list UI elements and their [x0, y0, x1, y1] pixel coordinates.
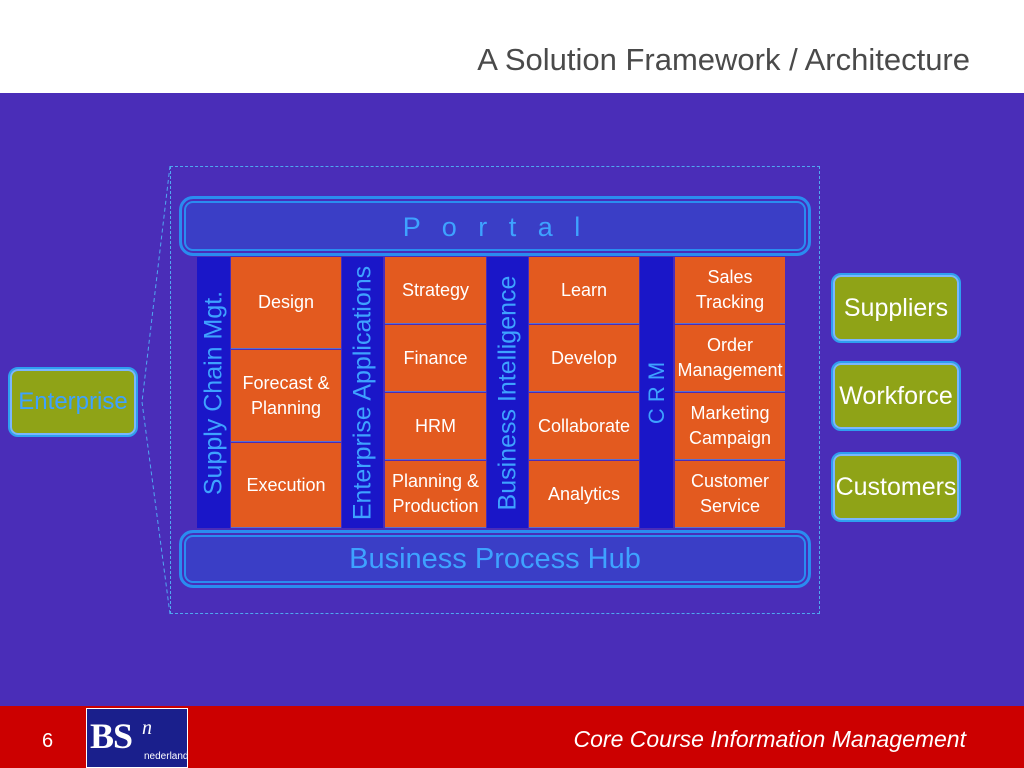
cell-customer-service[interactable]: Customer Service [675, 461, 785, 528]
cell-analytics[interactable]: Analytics [529, 461, 639, 528]
logo-main-text: BS [90, 716, 133, 756]
cell-sales-tracking[interactable]: Sales Tracking [675, 257, 785, 324]
supply-chain-column[interactable]: Supply Chain Mgt. [197, 257, 230, 528]
portal-bar[interactable]: P o r t a l [179, 196, 811, 256]
cell-design[interactable]: Design [231, 257, 341, 349]
slide-title: A Solution Framework / Architecture [477, 42, 970, 77]
crm-column[interactable]: C R M [640, 257, 673, 528]
customers-box[interactable]: Customers [831, 452, 961, 522]
logo-subtitle: nederland [144, 751, 189, 762]
cell-planning-production[interactable]: Planning & Production [385, 461, 486, 528]
footer-course-title: Core Course Information Management [573, 726, 966, 752]
enterprise-box[interactable]: Enterprise [8, 367, 138, 437]
cell-order-management[interactable]: Order Management [675, 325, 785, 392]
supply-chain-label: Supply Chain Mgt. [199, 290, 227, 495]
cell-learn[interactable]: Learn [529, 257, 639, 324]
logo-superscript: n [142, 717, 152, 739]
bsn-logo: BS n nederland [86, 708, 188, 768]
cell-finance[interactable]: Finance [385, 325, 486, 392]
enterprise-applications-column[interactable]: Enterprise Applications [342, 257, 383, 528]
business-intelligence-column[interactable]: Business Intelligence [487, 257, 528, 528]
business-process-hub-bar[interactable]: Business Process Hub [179, 530, 811, 588]
framework-boundary [170, 166, 820, 614]
cell-collaborate[interactable]: Collaborate [529, 393, 639, 460]
cell-strategy[interactable]: Strategy [385, 257, 486, 324]
cell-hrm[interactable]: HRM [385, 393, 486, 460]
cell-execution[interactable]: Execution [231, 443, 341, 528]
enterprise-applications-label: Enterprise Applications [348, 265, 376, 520]
crm-label: C R M [643, 361, 669, 424]
cell-develop[interactable]: Develop [529, 325, 639, 392]
business-intelligence-label: Business Intelligence [493, 275, 521, 510]
page-number: 6 [42, 730, 54, 752]
cell-forecast-planning[interactable]: Forecast & Planning [231, 350, 341, 442]
workforce-box[interactable]: Workforce [831, 361, 961, 431]
cell-marketing-campaign[interactable]: Marketing Campaign [675, 393, 785, 460]
suppliers-box[interactable]: Suppliers [831, 273, 961, 343]
